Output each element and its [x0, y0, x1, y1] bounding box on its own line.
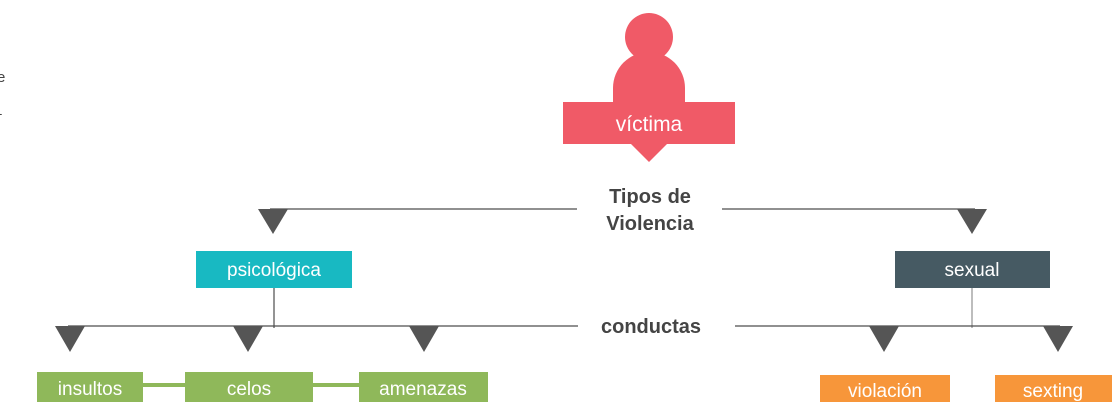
arrow-violacion — [869, 326, 899, 352]
psicologica-label: psicológica — [227, 260, 321, 281]
psicologica-node: psicológica — [196, 251, 352, 288]
conduct-violacion-label: violación — [848, 381, 922, 402]
conduct-sexting: sexting — [995, 375, 1112, 402]
conduct-sexting-label: sexting — [1023, 381, 1083, 402]
arrow-sexual — [957, 209, 987, 234]
edge-text-1: e — [0, 69, 5, 86]
arrow-psicologica — [258, 209, 288, 234]
sexual-label: sexual — [945, 260, 1000, 281]
arrow-celos — [233, 326, 263, 352]
person-icon — [613, 13, 685, 103]
conduct-celos-label: celos — [227, 379, 271, 400]
conduct-amenazas-label: amenazas — [379, 379, 467, 400]
conduct-violacion: violación — [820, 375, 950, 402]
conduct-insultos: insultos — [37, 372, 143, 402]
victim-label: víctima — [616, 113, 683, 136]
arrow-insultos — [55, 326, 85, 352]
victim-node: víctima — [563, 102, 735, 162]
conduct-insultos-label: insultos — [58, 379, 122, 400]
sexual-node: sexual — [895, 251, 1050, 288]
conducts-heading: conductas — [601, 316, 701, 338]
conduct-amenazas: amenazas — [359, 372, 488, 402]
arrow-sexting — [1043, 326, 1073, 352]
conduct-celos: celos — [185, 372, 313, 402]
edge-text-2: - — [0, 106, 2, 121]
arrow-amenazas — [409, 326, 439, 352]
types-heading-line2: Violencia — [606, 213, 694, 235]
types-heading-line1: Tipos de — [609, 186, 691, 208]
